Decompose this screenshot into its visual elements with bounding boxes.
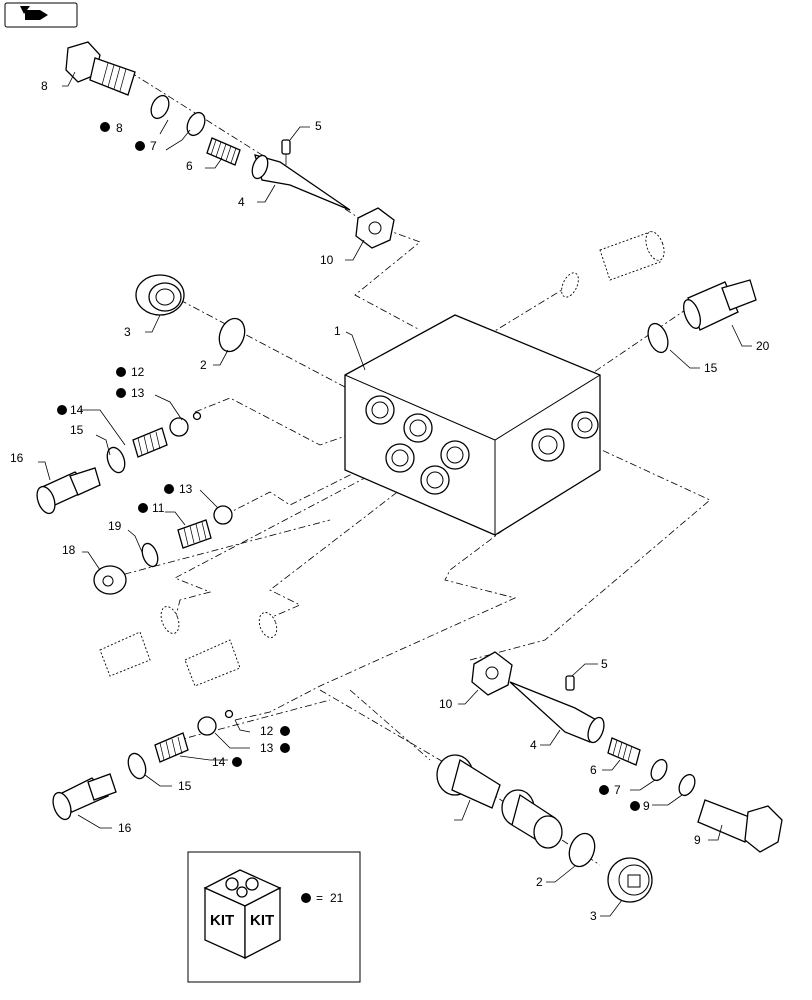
ball-part bbox=[197, 716, 217, 736]
callout-15-top: 15 bbox=[70, 423, 84, 437]
o-ring-part bbox=[106, 446, 126, 474]
callout-8-bottom: 9 bbox=[643, 799, 650, 813]
plug-part bbox=[93, 565, 127, 595]
kit-number: 21 bbox=[330, 891, 344, 905]
callout-12-top: 12 bbox=[131, 365, 145, 379]
ball-part bbox=[213, 505, 233, 525]
kit-label-left: KIT bbox=[210, 912, 234, 929]
callout-12-bottom: 12 bbox=[260, 724, 274, 738]
callout-15-right: 15 bbox=[704, 361, 718, 375]
hex-nut-part bbox=[355, 207, 395, 249]
ball-small-part bbox=[192, 411, 202, 421]
callout-14-bottom: 14 bbox=[212, 755, 226, 769]
callout-4-top: 4 bbox=[238, 195, 245, 209]
callout-14-top: 14 bbox=[70, 403, 84, 417]
spring-part bbox=[607, 737, 641, 766]
callout-10-bottom: 10 bbox=[439, 697, 453, 711]
callout-labels: 8 8 7 6 5 4 10 1 3 2 12 13 14 15 16 13 1… bbox=[10, 79, 770, 923]
o-ring-part bbox=[218, 317, 246, 353]
hex-bolt-part bbox=[65, 41, 136, 96]
callout-15-bottom: 15 bbox=[178, 779, 192, 793]
o-ring-part bbox=[647, 322, 669, 354]
needle-valve-part bbox=[251, 154, 351, 211]
callout-6-top: 6 bbox=[186, 159, 193, 173]
callout-3-bottom: 3 bbox=[590, 909, 597, 923]
fitting-part bbox=[52, 773, 117, 821]
cartridge-part bbox=[436, 754, 563, 849]
callout-13-mid: 13 bbox=[179, 482, 193, 496]
ball-part bbox=[169, 417, 189, 437]
spring-part bbox=[177, 519, 212, 549]
callout-9-top: 8 bbox=[41, 79, 48, 93]
callout-19: 20 bbox=[756, 339, 770, 353]
ghost-fitting-part bbox=[99, 606, 278, 687]
kit-label-right: KIT bbox=[250, 912, 274, 929]
backup-ring-part bbox=[650, 758, 668, 782]
callout-2-bottom: 2 bbox=[536, 875, 543, 889]
callout-7-top: 7 bbox=[150, 139, 157, 153]
callout-10-top: 10 bbox=[320, 253, 334, 267]
valve-block-part bbox=[344, 314, 601, 536]
kit-equals: = bbox=[316, 891, 323, 905]
callout-4-bottom: 4 bbox=[530, 738, 537, 752]
callout-leaders bbox=[38, 71, 752, 917]
ball-small-part bbox=[224, 709, 234, 719]
pin-part bbox=[281, 139, 291, 165]
page-nav-icon[interactable] bbox=[4, 2, 78, 28]
spring-part bbox=[206, 137, 241, 166]
callout-13-bottom: 13 bbox=[260, 741, 274, 755]
o-ring-part bbox=[127, 752, 147, 780]
kit-bullet bbox=[301, 893, 311, 903]
callout-7-bottom: 7 bbox=[614, 783, 621, 797]
o-ring-part bbox=[678, 773, 696, 797]
assembly-lines bbox=[109, 71, 711, 866]
callout-8-top: 8 bbox=[116, 121, 123, 135]
kit-legend: KIT KIT = 21 bbox=[187, 851, 361, 983]
callout-18: 19 bbox=[108, 519, 122, 533]
callout-3-top: 3 bbox=[124, 325, 131, 339]
callout-2-top: 2 bbox=[200, 358, 207, 372]
pin-part bbox=[565, 675, 575, 691]
callout-5-top: 5 bbox=[315, 119, 322, 133]
spring-part bbox=[132, 427, 168, 458]
backup-ring-part bbox=[186, 111, 206, 137]
callout-1: 1 bbox=[334, 324, 341, 338]
callout-6-bottom: 6 bbox=[590, 763, 597, 777]
callout-9-bottom: 9 bbox=[694, 833, 701, 847]
kit-box-icon bbox=[203, 869, 282, 960]
ghost-fitting-part bbox=[561, 231, 665, 298]
fitting-part bbox=[683, 279, 757, 331]
spring-part bbox=[154, 732, 189, 763]
o-ring-part bbox=[150, 94, 170, 120]
o-ring-part bbox=[568, 832, 596, 868]
callout-5-bottom: 5 bbox=[601, 657, 608, 671]
fitting-part bbox=[36, 467, 101, 515]
callout-17: 18 bbox=[62, 543, 76, 557]
needle-valve-part bbox=[509, 681, 605, 744]
kit-bullets bbox=[57, 122, 640, 811]
kit-legend-frame bbox=[187, 851, 361, 983]
callout-13-top: 13 bbox=[131, 386, 145, 400]
hex-bolt-part bbox=[697, 799, 783, 853]
plug-part bbox=[135, 274, 185, 316]
callout-16-bottom: 16 bbox=[118, 821, 132, 835]
hex-nut-part bbox=[471, 651, 513, 696]
o-ring-part bbox=[141, 542, 159, 568]
callout-16-top: 16 bbox=[10, 451, 24, 465]
callout-11: 11 bbox=[152, 501, 165, 515]
plug-part bbox=[607, 857, 653, 903]
